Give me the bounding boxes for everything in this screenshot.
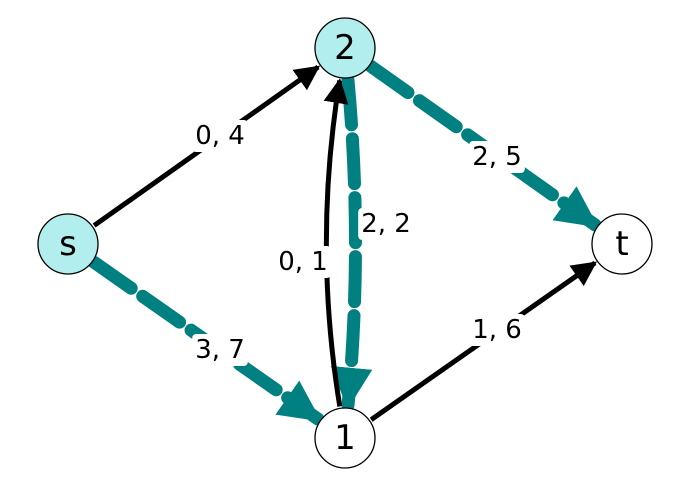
edge-label-text-1-t: 1, 6 bbox=[472, 315, 522, 345]
node-label-2: 2 bbox=[334, 28, 356, 68]
node-label-1: 1 bbox=[334, 418, 356, 458]
edge-label-2-1: 0, 1 bbox=[275, 246, 331, 278]
node-t: t bbox=[591, 213, 653, 275]
node-circle-t bbox=[591, 213, 653, 275]
node-s: s bbox=[37, 213, 99, 275]
node-circle-1 bbox=[314, 407, 376, 469]
edge-label-text-s-2: 0, 4 bbox=[195, 121, 245, 151]
edge-label-bg-s-2 bbox=[192, 120, 248, 152]
edge-label-2-t: 2, 5 bbox=[469, 141, 525, 173]
node-2: 2 bbox=[314, 17, 376, 79]
edge-label-bg-s-1 bbox=[192, 334, 248, 366]
edge-label-bg-1-t bbox=[469, 314, 525, 346]
edge-label-bg-2-t bbox=[469, 141, 525, 173]
edge-label-1-t: 1, 6 bbox=[469, 314, 525, 346]
edge-label-text-2-t: 2, 5 bbox=[472, 142, 522, 172]
node-1: 1 bbox=[314, 407, 376, 469]
edge-label-bg-2-1 bbox=[275, 246, 331, 278]
node-label-t: t bbox=[615, 224, 628, 264]
edge-label-s-2: 0, 4 bbox=[192, 120, 248, 152]
edge-2-1-highlight bbox=[330, 73, 373, 412]
edge-label-text-2-1: 0, 1 bbox=[278, 247, 328, 277]
edge-label-1-2: 2, 2 bbox=[358, 208, 414, 240]
node-circle-2 bbox=[314, 17, 376, 79]
node-label-s: s bbox=[59, 224, 77, 264]
edge-label-s-1: 3, 7 bbox=[192, 334, 248, 366]
edge-label-text-s-1: 3, 7 bbox=[195, 335, 245, 365]
node-circle-s bbox=[37, 213, 99, 275]
edge-1-2 bbox=[323, 78, 349, 407]
edge-label-bg-1-2 bbox=[358, 208, 414, 240]
edge-label-text-1-2: 2, 2 bbox=[361, 209, 411, 239]
